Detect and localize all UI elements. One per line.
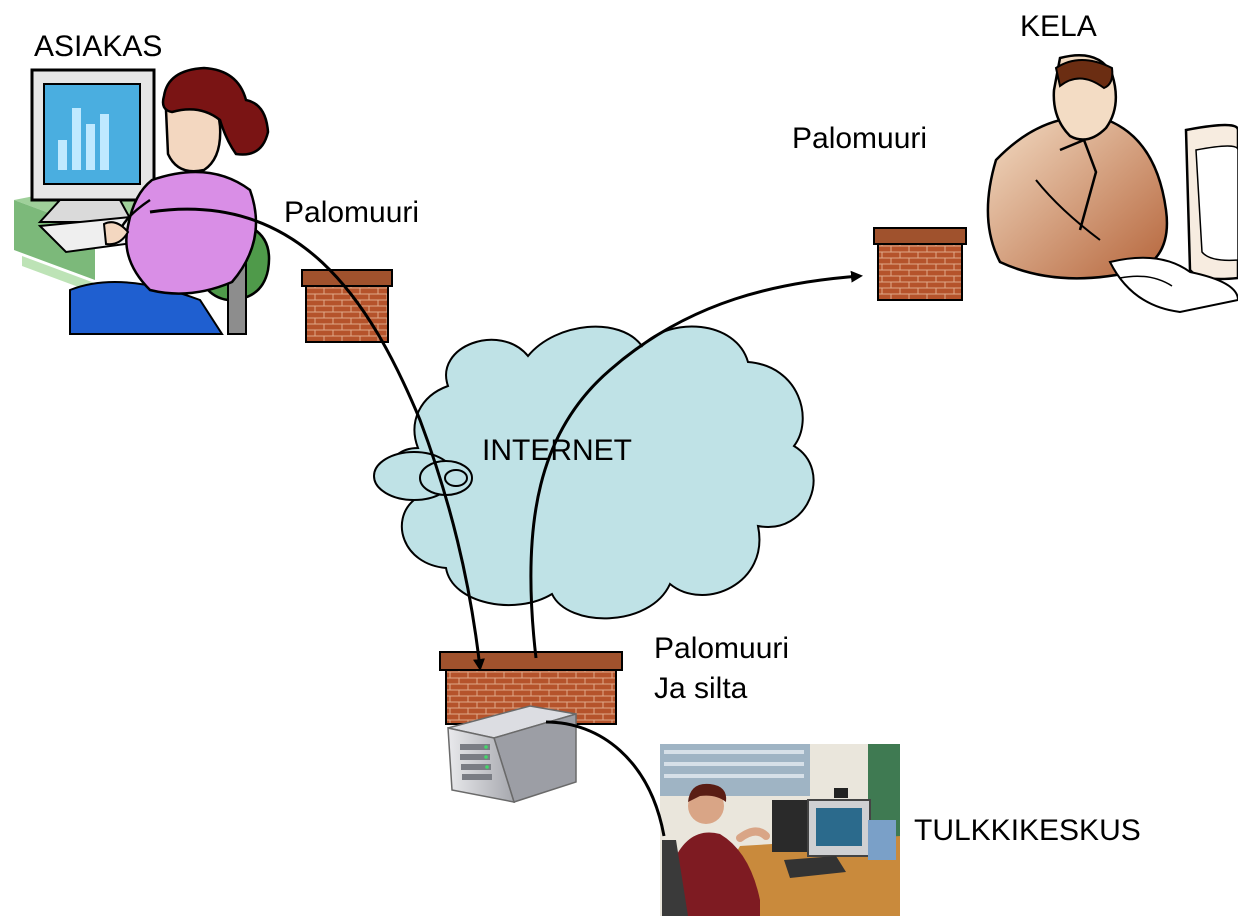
cloud-icon (373, 325, 815, 620)
firewall-bridge-icon (439, 651, 623, 725)
client-person-icon (14, 66, 271, 335)
label-palomuuri-bridge: Palomuuri (654, 632, 789, 665)
kela-person-icon (986, 54, 1238, 314)
label-tulkkikeskus: TULKKIKESKUS (914, 814, 1141, 847)
label-internet: INTERNET (482, 434, 632, 467)
label-kela: KELA (1020, 10, 1097, 43)
label-palomuuri-client: Palomuuri (284, 196, 419, 229)
label-palomuuri-kela: Palomuuri (792, 122, 927, 155)
firewall-client-icon (301, 269, 393, 343)
server-to-interpreter-line (545, 720, 666, 837)
bridge-to-kela-arrow (529, 270, 863, 659)
interpreter-photo (660, 744, 900, 916)
firewall-kela-icon (873, 227, 967, 301)
label-ja-silta: Ja silta (654, 672, 748, 705)
label-asiakas: ASIAKAS (34, 30, 162, 63)
client-to-bridge-arrow (149, 207, 485, 671)
server-icon (447, 705, 577, 803)
